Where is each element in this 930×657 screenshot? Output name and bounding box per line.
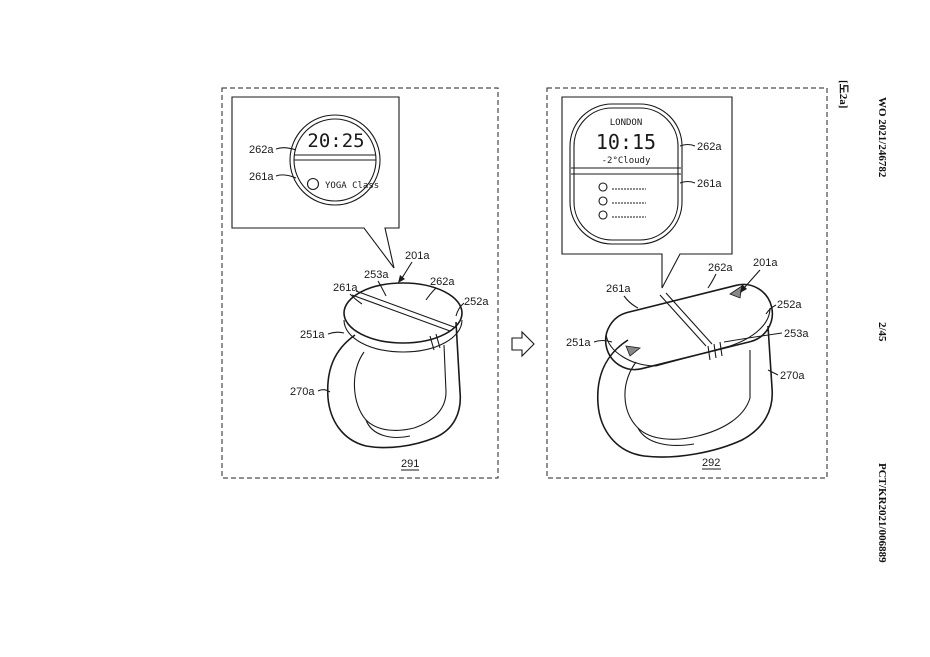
leader-251a-291 xyxy=(327,331,345,335)
panel-291-frame xyxy=(221,87,499,479)
leader-201a-291 xyxy=(401,261,413,279)
strap-inner-292 xyxy=(624,350,751,440)
body-top-292 xyxy=(604,283,774,371)
strap-outer-292 xyxy=(596,325,774,458)
leader-253a-291 xyxy=(377,280,387,297)
screen-event-291: YOGA Class xyxy=(325,181,379,191)
label-251a-291: 251a xyxy=(300,329,325,341)
label-261a-screen-292: 261a xyxy=(697,178,722,190)
screen-weather-292: -2°Cloudy xyxy=(602,156,651,166)
body-side-292 xyxy=(605,307,771,367)
arrowhead-201a-292 xyxy=(740,284,747,293)
hinge-b-292 xyxy=(665,292,713,345)
hinge-side-291 xyxy=(429,333,441,351)
label-270a-291: 270a xyxy=(290,386,315,398)
leader-270a-292 xyxy=(767,369,779,376)
screen-time-292: 10:15 xyxy=(596,130,656,154)
label-252a-292: 252a xyxy=(777,299,802,311)
strap-outer-291 xyxy=(326,321,462,449)
arrowhead-201a-291 xyxy=(398,275,405,283)
hinge-b-291 xyxy=(355,290,455,328)
right-arrow-icon xyxy=(511,330,535,358)
leader-261a-screen-291 xyxy=(275,174,297,179)
hinge-a-291 xyxy=(351,294,451,332)
watch-face-292 xyxy=(569,103,683,245)
label-262a-body-292: 262a xyxy=(708,262,733,274)
panel-291: 20:25 YOGA Class 262a 261a 201a 253a 261… xyxy=(221,87,499,479)
triangle-marker-left-icon xyxy=(625,345,641,357)
panel-292: LONDON 10:15 -2°Cloudy 262a 261a xyxy=(546,87,828,479)
leader-201a-292 xyxy=(743,269,761,289)
screen-city-292: LONDON xyxy=(610,118,643,128)
watch-face-291 xyxy=(289,114,381,206)
watch-device-291 xyxy=(326,282,463,449)
leader-262a-screen-292 xyxy=(679,143,696,147)
leader-253a-292 xyxy=(723,332,783,343)
event-icon-291 xyxy=(306,177,320,191)
leader-262a-body-291 xyxy=(425,287,437,301)
label-253a-291: 253a xyxy=(364,269,389,281)
leader-252a-292 xyxy=(765,304,777,315)
panel-292-frame xyxy=(546,87,828,479)
label-201a-292: 201a xyxy=(753,257,778,269)
label-262a-body-291: 262a xyxy=(430,276,455,288)
callout-box-291 xyxy=(231,96,400,269)
watch-device-292 xyxy=(596,283,774,458)
label-253a-292: 253a xyxy=(784,328,809,340)
label-270a-292: 270a xyxy=(780,370,805,382)
leader-261a-body-291 xyxy=(349,293,363,305)
label-261a-body-292: 261a xyxy=(606,283,631,295)
list-bullet-icon xyxy=(598,182,608,192)
label-262a-screen-292: 262a xyxy=(697,141,722,153)
screen-time-291: 20:25 xyxy=(307,130,364,152)
label-262a-screen-291: 262a xyxy=(249,144,274,156)
label-251a-292: 251a xyxy=(566,337,591,349)
leader-262a-screen-291 xyxy=(275,147,297,151)
label-261a-screen-291: 261a xyxy=(249,171,274,183)
list-bullet-icon xyxy=(598,196,608,206)
panel-ref-291: 291 xyxy=(401,458,419,470)
callout-box-292 xyxy=(561,96,733,289)
strap-edge-292 xyxy=(637,427,695,446)
leader-262a-body-292 xyxy=(707,273,717,289)
panel-ref-292: 292 xyxy=(702,457,720,469)
leader-270a-291 xyxy=(317,389,331,393)
strap-inner-291 xyxy=(353,344,447,431)
label-201a-291: 201a xyxy=(405,250,430,262)
leader-251a-292 xyxy=(593,339,613,343)
leader-261a-body-292 xyxy=(623,295,639,309)
screen-list-292 xyxy=(598,182,646,220)
hinge-side-292 xyxy=(707,341,723,361)
leader-261a-screen-292 xyxy=(679,180,696,184)
strap-edge-291 xyxy=(365,419,411,438)
triangle-marker-right-icon xyxy=(729,285,743,299)
hinge-a-292 xyxy=(659,294,707,347)
label-261a-body-291: 261a xyxy=(333,282,358,294)
body-side-291 xyxy=(343,319,463,353)
leader-252a-291 xyxy=(455,302,465,317)
body-top-291 xyxy=(343,282,463,344)
label-252a-291: 252a xyxy=(464,296,489,308)
list-bullet-icon xyxy=(598,210,608,220)
